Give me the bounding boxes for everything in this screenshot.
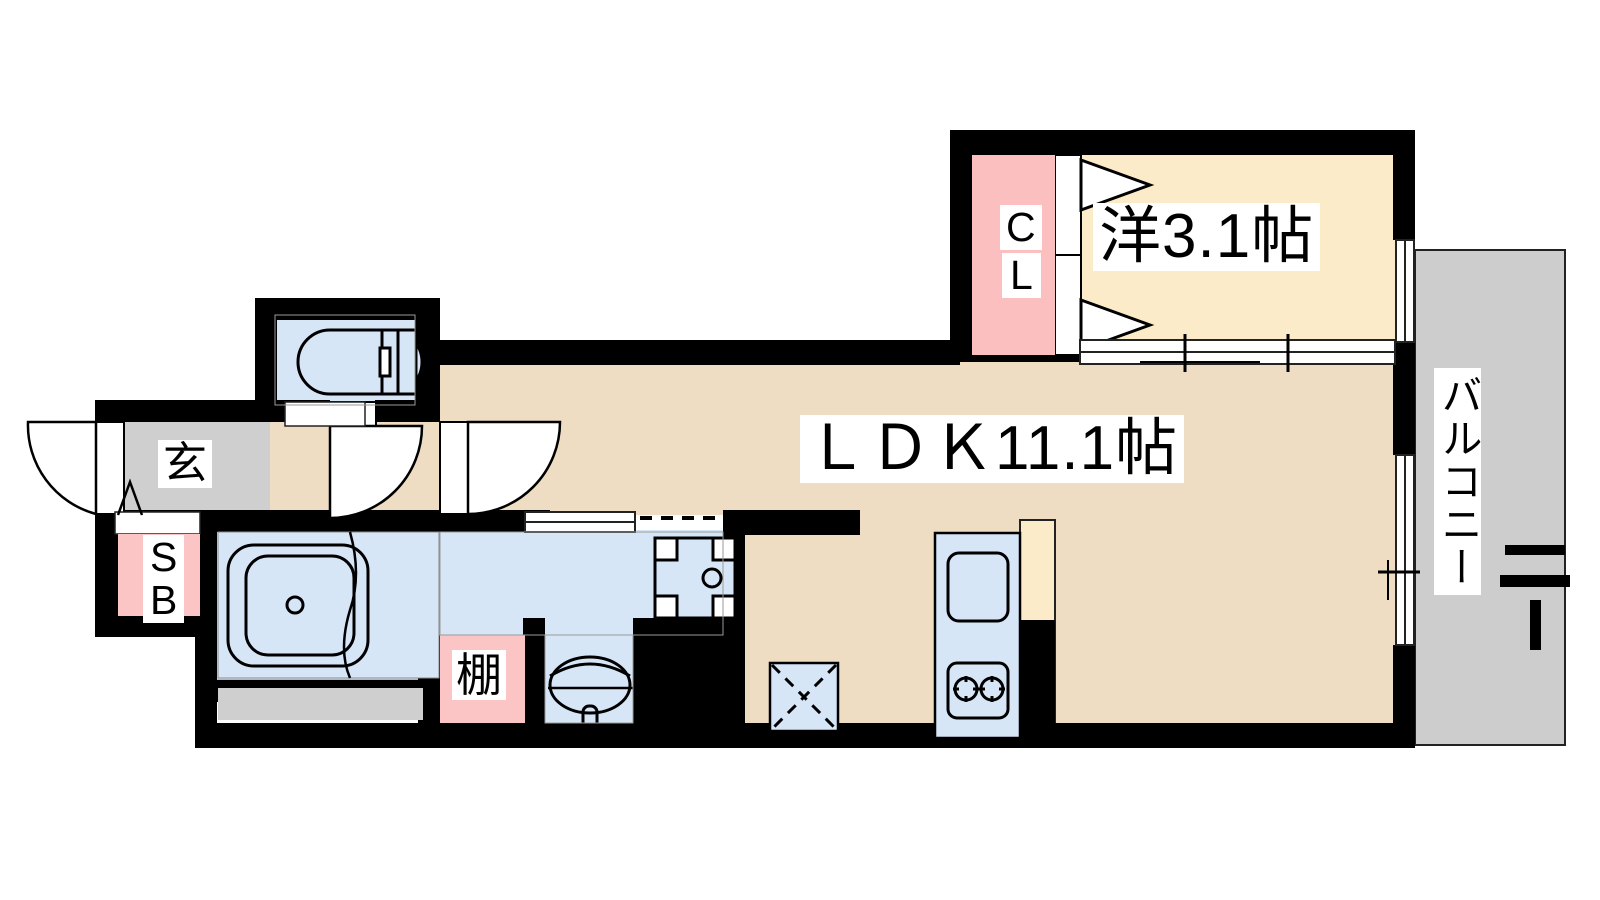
balcony-label: バルコニー <box>1434 368 1481 595</box>
wall-bedroom-right-upper <box>1393 130 1415 240</box>
ldk-label: ＬＤＫ11.1帖 <box>800 415 1185 483</box>
ldk-balcony-window <box>1378 454 1420 646</box>
kitchen-sink-fixture <box>946 551 1010 623</box>
wall-ldk-right-upper <box>1393 380 1415 455</box>
shoebox-label-s: S <box>143 535 185 580</box>
gas-stove-fixture <box>946 661 1010 720</box>
wall-ldk-top <box>415 340 960 365</box>
wall-ldk-right-lower <box>1393 645 1415 745</box>
entrance-step-mark <box>116 478 144 516</box>
closet-label-c: C <box>1000 205 1042 250</box>
refrigerator-space <box>768 661 840 733</box>
wall-bedroom-top <box>950 130 1415 155</box>
floor-outlines <box>274 314 724 724</box>
wall-bedroom-right-lower <box>1393 340 1415 380</box>
bedroom-balcony-door <box>1395 239 1415 343</box>
entrance-label: 玄 <box>158 440 212 488</box>
storage-areas <box>118 155 1055 723</box>
windows <box>114 239 1570 650</box>
shelf-label: 棚 <box>452 650 506 700</box>
wall-sanitary-left <box>195 510 217 723</box>
wash-basin-fixture <box>548 655 633 730</box>
wall-toilet-top <box>255 298 440 320</box>
bath-step <box>218 688 423 720</box>
closet-label-l: L <box>1002 253 1041 298</box>
shoebox-label-b: B <box>143 578 185 623</box>
bedroom-label: 洋3.1帖 <box>1093 203 1321 271</box>
wall-sb-bottom <box>95 615 215 637</box>
shoebox-top-opening <box>114 511 201 535</box>
washing-machine-space <box>653 536 737 620</box>
hall-door <box>439 420 562 516</box>
toilet-transom <box>284 401 366 427</box>
wall-toilet-left <box>255 298 277 420</box>
kitchen-counter <box>933 531 1022 740</box>
balcony-handrail-marks <box>1500 545 1570 650</box>
kitchen-counter-base <box>1020 620 1055 738</box>
washroom-floor-lower <box>545 635 635 730</box>
toilet-fixture <box>296 328 424 396</box>
fixtures <box>116 328 1022 740</box>
entrance-door <box>26 420 125 516</box>
bedroom-window <box>1079 334 1396 372</box>
wall-sanitary-top-a <box>195 510 525 532</box>
wall-shelf-right <box>523 618 545 723</box>
wall-toilet-bottom-right <box>375 400 440 422</box>
wall-kitchen-stub <box>745 510 860 535</box>
wall-washroom-divider <box>633 618 655 723</box>
bathtub-fixture <box>217 531 440 679</box>
wall-hall-top <box>95 400 275 422</box>
ldk-floor-lower <box>745 515 1395 740</box>
wall-bedroom-left <box>950 130 972 360</box>
closet-folding-door <box>1054 154 1155 356</box>
